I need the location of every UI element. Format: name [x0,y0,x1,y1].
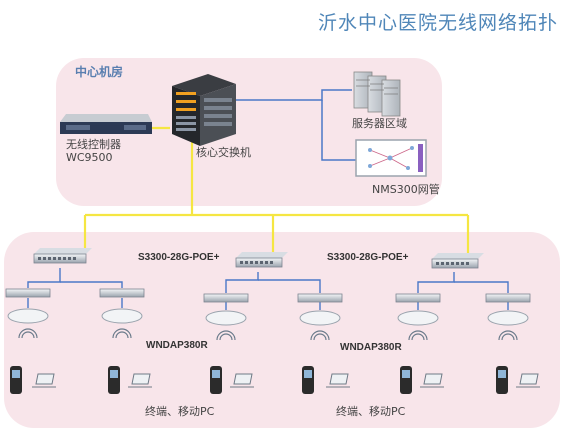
server-links [232,89,356,161]
nms-monitor-icon [355,139,427,177]
controller-name-label: 无线控制器 [66,138,121,151]
poe-switch-3 [431,253,484,269]
diagram-title: 沂水中心医院无线网络拓扑 [318,12,559,34]
handheld-terminal-icons [10,366,508,394]
poe-switch-2-label: S3300-28G-POE+ [327,252,409,263]
datacenter-zone-label: 中心机房 [75,65,124,79]
terminals-2-label: 终端、移动PC [336,405,406,418]
access-links [27,268,509,310]
core-switch [172,74,236,146]
wifi-signal-icons [18,328,518,341]
backbone-links [83,126,470,253]
poe-switch-1-label: S3300-28G-POE+ [138,252,220,263]
access-switches [5,288,531,303]
wireless-controller [60,114,152,134]
laptop-icons [32,373,540,388]
server-rack-icon [353,71,401,117]
access-points [7,308,529,326]
nms-label: NMS300网管 [372,183,440,196]
poe-switch-2 [235,252,288,268]
controller-model-label: WC9500 [66,151,113,164]
core-switch-label: 核心交换机 [196,146,251,159]
ap-model-1-label: WNDAP380R [146,340,208,351]
server-area-label: 服务器区域 [352,117,407,130]
poe-switch-1 [33,248,92,264]
terminals-1-label: 终端、移动PC [145,405,215,418]
ap-model-2-label: WNDAP380R [340,342,402,353]
